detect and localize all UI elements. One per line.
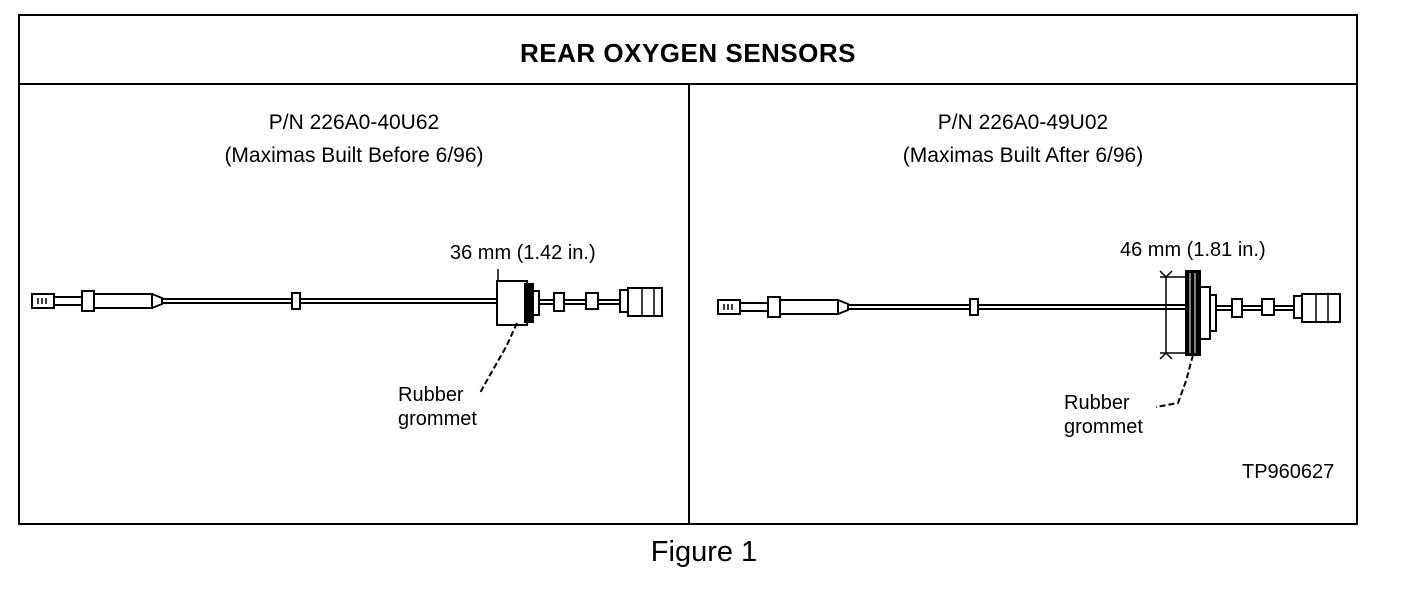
sensor-drawing-left (31, 269, 663, 394)
grommet-block-left (496, 280, 528, 326)
panel-divider (688, 83, 690, 525)
sensor-body-right (779, 299, 839, 315)
sensor-hex-left (81, 290, 95, 312)
sensor-taper-right (837, 299, 849, 315)
sensor-neck-right (739, 302, 769, 312)
part-description-right: (Maximas Built After 6/96) (902, 143, 1144, 167)
sensor-neck-left (53, 296, 83, 306)
sensor-tip-left (31, 293, 55, 309)
panel-after-696: P/N 226A0-49U02 (Maximas Built After 6/9… (690, 85, 1356, 525)
grommet-leader-right (1155, 354, 1194, 408)
connector-plug-right (1301, 293, 1341, 323)
grommet-label-right-line1: Rubber (1064, 392, 1130, 414)
grommet-leader-left (479, 322, 518, 394)
grommet-label-right-line2: grommet (1064, 416, 1143, 438)
title-row: REAR OXYGEN SENSORS (20, 16, 1356, 85)
connector-boot-left (585, 292, 599, 310)
dimension-bracket-right (1159, 270, 1200, 360)
dimension-label-left: 36 mm (1.42 in.) (450, 242, 596, 264)
part-number-right: P/N 226A0-49U02 (937, 111, 1109, 134)
grommet-flange-left (532, 290, 540, 316)
cable-clip-left (291, 292, 301, 310)
grommet-ring-left (524, 283, 534, 323)
connector-hex-left (619, 289, 629, 313)
sensor-taper-left (151, 293, 163, 309)
part-header-right: P/N 226A0-49U02 (Maximas Built After 6/9… (690, 107, 1356, 172)
grommet-label-left-line1: Rubber (398, 384, 464, 406)
sensor-tip-right (717, 299, 741, 315)
connector-boot-right (1261, 298, 1275, 316)
connector-plug-left (627, 287, 663, 317)
grommet-flange-right (1199, 286, 1211, 340)
grommet-label-left: Rubber grommet (398, 383, 477, 431)
grommet-label-left-line2: grommet (398, 408, 477, 430)
cable-clip-right (969, 298, 979, 316)
grommet-label-right: Rubber grommet (1064, 391, 1143, 439)
connector-collar-right (1231, 298, 1243, 318)
sensor-hex-right (767, 296, 781, 318)
connector-collar-left (553, 292, 565, 312)
connector-hex-right (1293, 295, 1303, 319)
figure-title: REAR OXYGEN SENSORS (519, 38, 856, 68)
sensor-drawing-right (717, 270, 1341, 408)
grommet-block-right (1185, 270, 1201, 356)
figure-frame: REAR OXYGEN SENSORS P/N 226A0-40U62 (Max… (18, 14, 1358, 525)
part-description-left: (Maximas Built Before 6/96) (224, 143, 484, 167)
reference-code: TP960627 (1242, 461, 1335, 483)
tip-slots-left (37, 298, 47, 304)
sensor-body-left (93, 293, 153, 309)
grommet-nut-right (1209, 294, 1217, 332)
tip-slots-right (723, 304, 733, 310)
dimension-label-right: 46 mm (1.81 in.) (1120, 239, 1266, 261)
panel-before-696: P/N 226A0-40U62 (Maximas Built Before 6/… (20, 85, 688, 525)
figure-caption: Figure 1 (650, 536, 758, 568)
part-number-left: P/N 226A0-40U62 (268, 111, 440, 134)
part-header-left: P/N 226A0-40U62 (Maximas Built Before 6/… (20, 107, 688, 172)
